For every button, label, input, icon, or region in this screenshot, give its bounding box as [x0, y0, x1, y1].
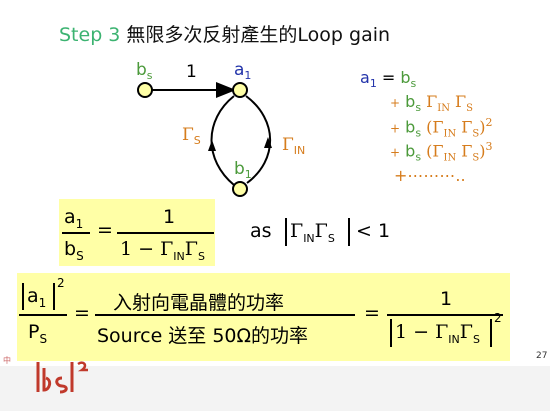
- branch-gamma-in-path: [245, 95, 271, 184]
- eq1-abs-left: [285, 218, 287, 246]
- eq1-rhs-den: 1 − ΓINΓS: [120, 238, 205, 263]
- slide-title: Step 3 無限多次反射產生的Loop gain: [59, 20, 390, 47]
- label-gamma-in: ΓIN: [282, 135, 305, 157]
- eq2-rhs-pow: 2: [494, 311, 502, 325]
- equation-2-box: [17, 273, 510, 361]
- branch-gamma-s-arrow: [208, 140, 216, 151]
- series-line-3: + bs (ΓIN ΓS)2: [390, 116, 493, 140]
- eq2-mid-bar: [95, 314, 355, 316]
- label-b1: b1: [234, 159, 252, 181]
- eq2-lhs-pow: 2: [57, 276, 65, 290]
- eq2-rhs-den: 1 − ΓINΓS: [395, 321, 480, 346]
- node-a1: [232, 82, 248, 98]
- eq1-cond-rhs: < 1: [356, 220, 391, 242]
- series-line-2: + bs ΓIN ΓS: [390, 92, 474, 115]
- eq2-abs-right: [53, 283, 55, 310]
- eq2-rhs-abs-left: [390, 319, 392, 347]
- label-bs: bs: [136, 60, 153, 82]
- eq2-mid-num: 入射向電晶體的功率: [113, 292, 285, 314]
- label-branch-1: 1: [186, 62, 197, 82]
- eq2-lhs-den: PS: [28, 321, 48, 346]
- eq1-as: as: [250, 220, 272, 242]
- page-number: 27: [536, 351, 548, 361]
- node-bs: [137, 82, 153, 98]
- eq2-lhs-num: a1: [27, 285, 47, 310]
- eq2-rhs-bar: [387, 314, 503, 316]
- eq1-lhs-num: a1: [64, 206, 84, 231]
- label-a1: a1: [234, 60, 251, 82]
- eq2-abs-left: [22, 283, 24, 310]
- footer-mark: 中: [3, 356, 11, 365]
- eq1-equals: =: [97, 219, 113, 241]
- eq1-rhs-bar: [117, 232, 214, 234]
- eq1-condition: ΓINΓS: [290, 220, 335, 245]
- label-gamma-s: ΓS: [182, 125, 201, 147]
- eq2-mid-den: Source 送至 50Ω的功率: [97, 325, 309, 347]
- series-ellipsis: +⋯⋯⋯..: [394, 166, 466, 185]
- branch-gamma-s-path: [210, 95, 235, 186]
- eq2-rhs-num: 1: [440, 288, 453, 310]
- eq1-lhs-bar: [62, 232, 90, 234]
- eq1-lhs-den: bS: [64, 238, 84, 263]
- eq2-lhs-bar: [19, 314, 67, 316]
- node-b1: [232, 181, 248, 197]
- series-line-1: a1 = bs: [360, 68, 417, 91]
- eq1-rhs-num: 1: [163, 206, 176, 228]
- eq2-rhs-abs-right: [490, 319, 492, 347]
- handwritten-scribble: [36, 361, 88, 394]
- title-step: Step 3: [59, 24, 121, 46]
- eq2-equals2: =: [364, 302, 380, 324]
- eq1-abs-right: [348, 218, 350, 246]
- bottom-band: [0, 366, 550, 411]
- branch-gamma-in-arrow: [264, 137, 272, 148]
- eq2-equals: =: [74, 302, 90, 324]
- title-text: 無限多次反射產生的Loop gain: [120, 24, 391, 46]
- series-line-4: + bs (ΓIN ΓS)3: [390, 140, 493, 164]
